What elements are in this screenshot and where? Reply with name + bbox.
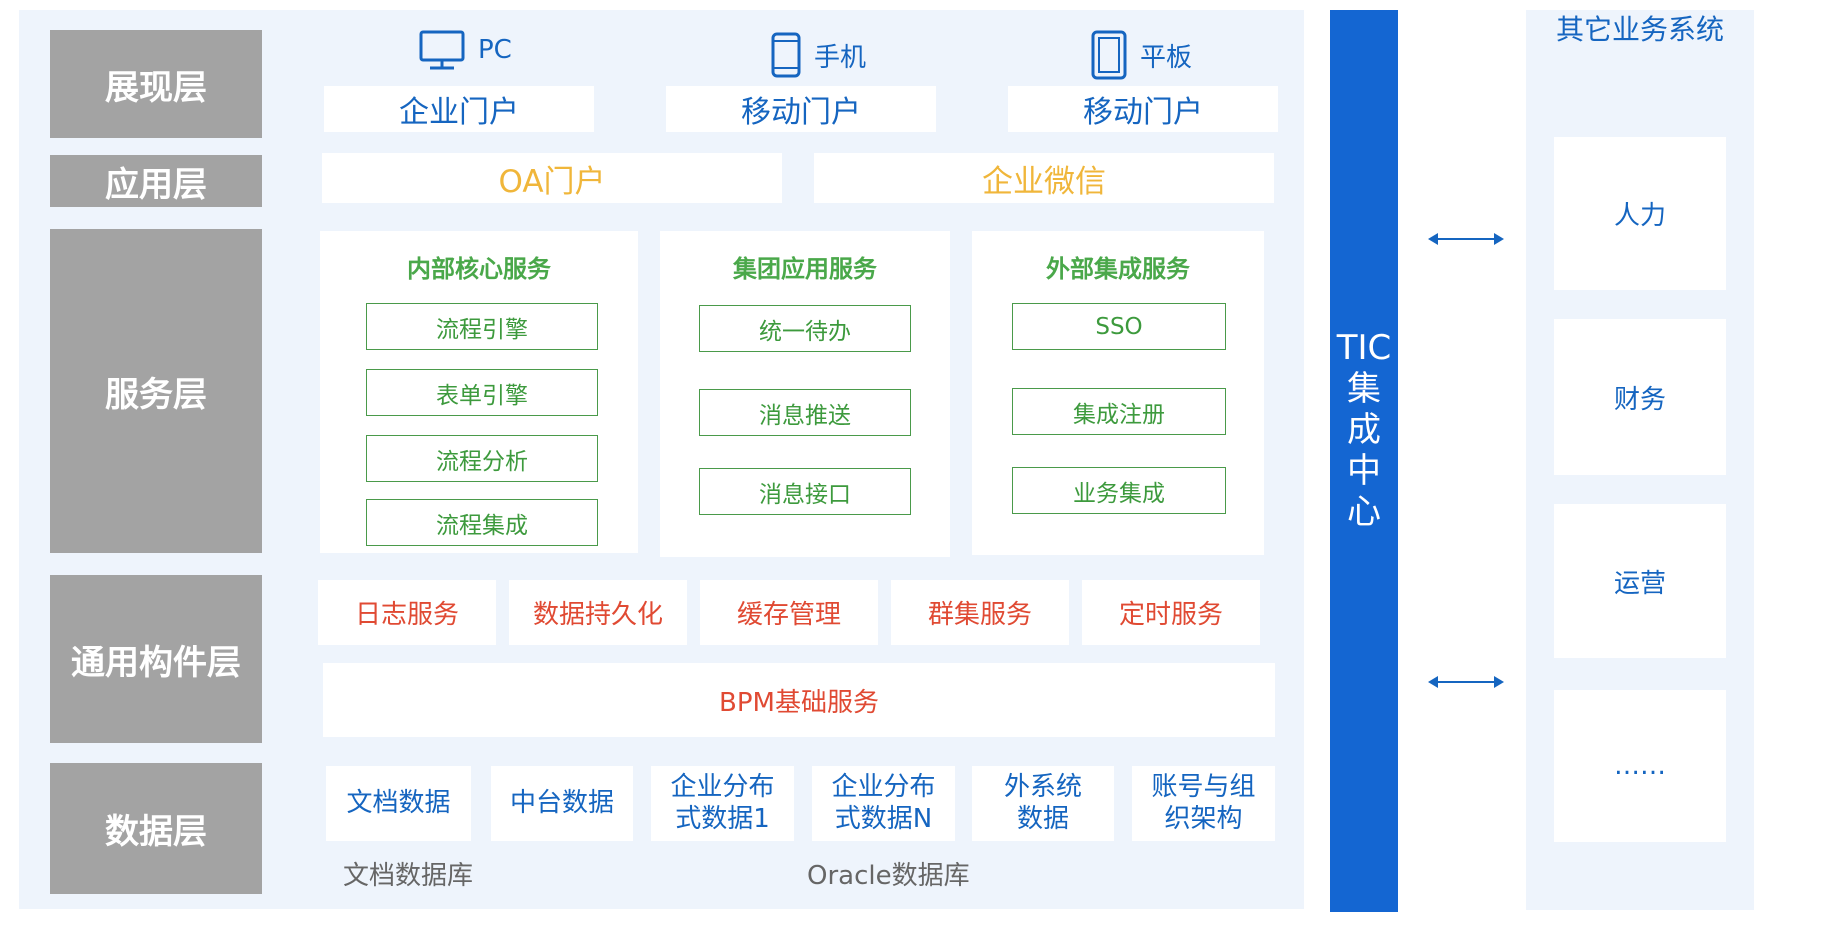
layer-label-data: 数据层: [50, 763, 262, 894]
layer-label-service: 服务层: [50, 229, 262, 553]
service-title: 外部集成服务: [1046, 255, 1190, 283]
data-item-line: 式数据1: [675, 803, 770, 834]
service-item: 消息接口: [699, 468, 911, 515]
service-item: 流程集成: [366, 499, 598, 546]
bpm-base-service: BPM基础服务: [323, 663, 1275, 737]
service-item: SSO: [1012, 303, 1226, 350]
tic-label-line: TIC: [1336, 328, 1392, 368]
portal-mobile-tablet: 移动门户: [1008, 86, 1278, 132]
service-column-external: 外部集成服务 SSO 集成注册 业务集成: [972, 231, 1264, 555]
data-item-line: 数据: [1016, 803, 1069, 834]
device-label: PC: [478, 35, 512, 65]
tic-integration-center: TIC 集 成 中 心: [1330, 10, 1398, 912]
db-label-doc: 文档数据库: [343, 861, 474, 891]
system-item: ……: [1554, 690, 1726, 842]
service-item: 表单引擎: [366, 369, 598, 416]
device-pc: PC: [418, 28, 512, 72]
phone-icon: [771, 32, 801, 78]
monitor-icon: [419, 30, 465, 70]
tic-label-line: 集: [1347, 369, 1381, 409]
other-systems-title: 其它业务系统: [1555, 13, 1724, 46]
data-item: 企业分布 式数据N: [812, 766, 955, 841]
service-title: 内部核心服务: [407, 255, 551, 283]
data-item: 账号与组 织架构: [1132, 766, 1275, 841]
tablet-icon: [1091, 30, 1127, 80]
common-item: 群集服务: [891, 580, 1069, 645]
data-item-line: 中台数据: [509, 787, 614, 818]
data-item-line: 企业分布: [670, 772, 775, 803]
service-column-group: 集团应用服务 统一待办 消息推送 消息接口: [660, 231, 950, 557]
common-item: 定时服务: [1082, 580, 1260, 645]
bidirectional-arrow-icon: [1428, 233, 1504, 245]
layer-label-application: 应用层: [50, 155, 262, 207]
tic-label-line: 成: [1347, 410, 1381, 450]
data-item-line: 账号与组: [1151, 772, 1256, 803]
app-oa-portal: OA门户: [322, 153, 782, 203]
app-wecom: 企业微信: [814, 153, 1274, 203]
db-label-oracle: Oracle数据库: [807, 861, 970, 891]
service-item: 消息推送: [699, 389, 911, 436]
service-item: 集成注册: [1012, 388, 1226, 435]
device-label: 手机: [814, 42, 867, 73]
system-item: 人力: [1554, 137, 1726, 290]
device-phone: 手机: [770, 30, 866, 80]
service-column-internal: 内部核心服务 流程引擎 表单引擎 流程分析 流程集成: [320, 231, 638, 553]
portal-mobile: 移动门户: [666, 86, 936, 132]
service-item: 统一待办: [699, 305, 911, 352]
device-tablet: 平板: [1090, 28, 1192, 82]
portal-enterprise: 企业门户: [324, 86, 594, 132]
data-item-line: 企业分布: [831, 772, 936, 803]
service-title: 集团应用服务: [733, 255, 877, 283]
common-item: 数据持久化: [509, 580, 687, 645]
service-item: 流程分析: [366, 435, 598, 482]
tic-label-line: 中: [1347, 451, 1381, 491]
common-item: 缓存管理: [700, 580, 878, 645]
bidirectional-arrow-icon: [1428, 676, 1504, 688]
device-label: 平板: [1140, 42, 1193, 73]
layer-label-presentation: 展现层: [50, 30, 262, 138]
system-item: 财务: [1554, 319, 1726, 475]
system-item: 运营: [1554, 504, 1726, 658]
service-item: 业务集成: [1012, 467, 1226, 514]
common-item: 日志服务: [318, 580, 496, 645]
data-item: 中台数据: [491, 766, 633, 841]
data-item-line: 文档数据: [346, 787, 451, 818]
data-item-line: 式数据N: [834, 803, 933, 834]
service-item: 流程引擎: [366, 303, 598, 350]
layer-label-common: 通用构件层: [50, 575, 262, 743]
data-item-line: 织架构: [1164, 803, 1243, 834]
data-item: 外系统 数据: [972, 766, 1114, 841]
data-item: 企业分布 式数据1: [651, 766, 794, 841]
data-item-line: 外系统: [1003, 772, 1082, 803]
data-item: 文档数据: [326, 766, 471, 841]
tic-label-line: 心: [1347, 492, 1381, 532]
